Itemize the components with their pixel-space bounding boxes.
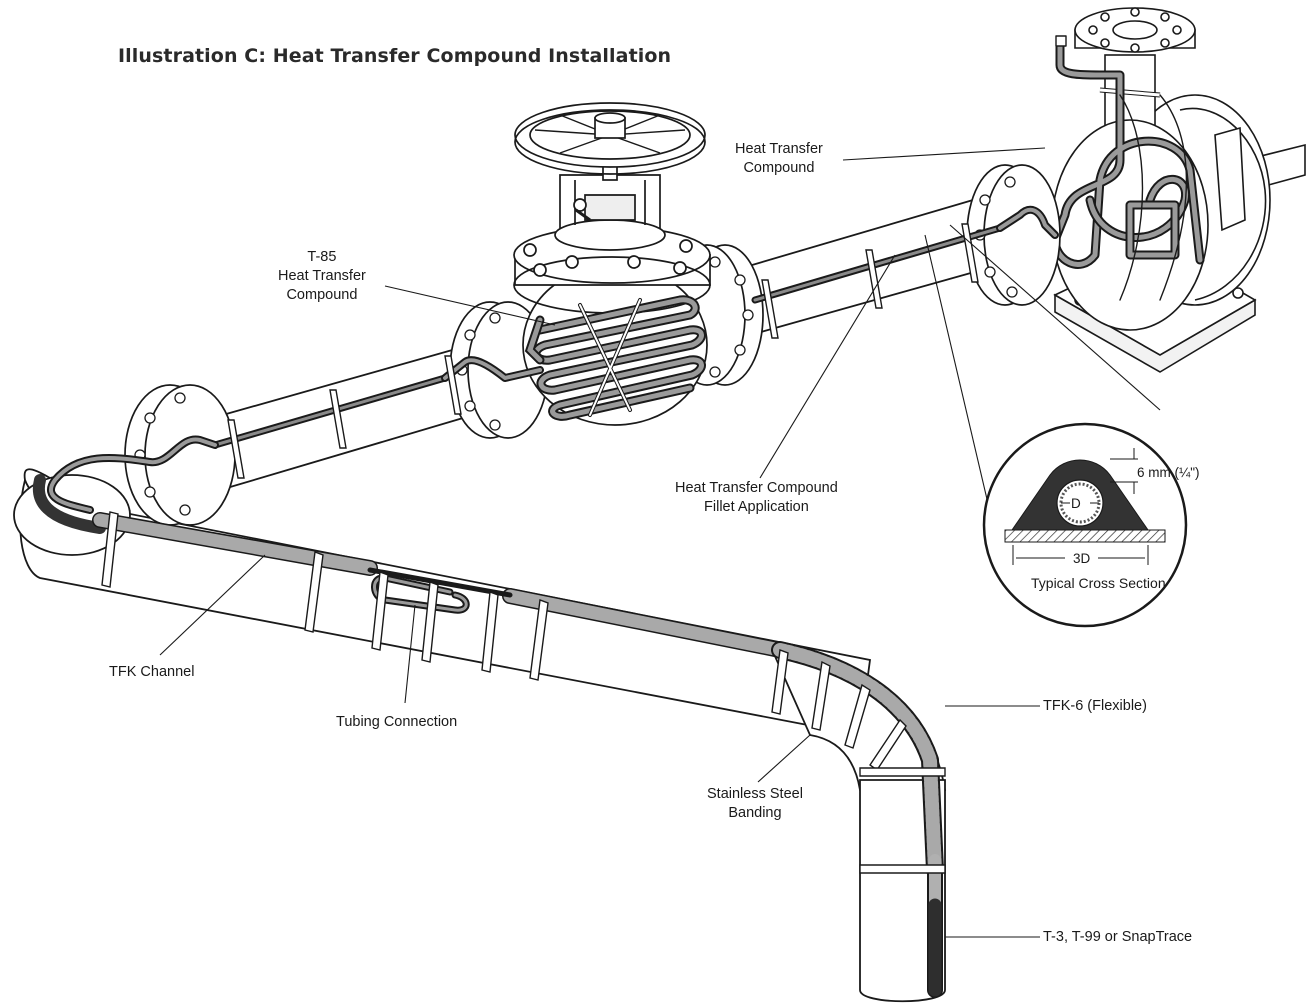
dimension-3d: 3D	[1070, 549, 1094, 568]
label-line: Banding	[728, 805, 782, 821]
label-tfk6-flexible: TFK-6 (Flexible)	[1043, 698, 1147, 714]
label-line: Heat Transfer	[278, 268, 366, 284]
label-line: Heat Transfer Compound	[675, 480, 838, 496]
label-tubing-connection: Tubing Connection	[336, 714, 458, 730]
dimension-d: D	[1071, 496, 1081, 511]
pipe-tracing	[32, 205, 1059, 998]
cross-section-callout	[982, 422, 1188, 628]
label-trace-cable: T-3, T-99 or SnapTrace	[1043, 929, 1193, 945]
label-line: T-85	[307, 249, 337, 265]
dimension-height: 6 mm (¼")	[1137, 465, 1200, 480]
label-heat-transfer-compound: Heat Transfer Compound	[735, 140, 823, 178]
label-fillet-application: Heat Transfer Compound Fillet Applicatio…	[675, 479, 838, 517]
label-line: Stainless Steel	[707, 786, 803, 802]
label-t85-compound: T-85 Heat Transfer Compound	[278, 248, 366, 305]
leader-lines	[159, 147, 1161, 938]
label-line: Compound	[286, 287, 358, 303]
label-line: Fillet Application	[704, 499, 809, 515]
label-line: Heat Transfer	[735, 141, 823, 157]
cross-section-caption: Typical Cross Section	[1031, 575, 1166, 591]
valve-tracing	[524, 295, 706, 421]
label-line: Compound	[743, 160, 815, 176]
page-title: Illustration C: Heat Transfer Compound I…	[118, 45, 672, 67]
label-stainless-steel-banding: Stainless Steel Banding	[707, 785, 803, 823]
label-tfk-channel: TFK Channel	[109, 664, 195, 680]
